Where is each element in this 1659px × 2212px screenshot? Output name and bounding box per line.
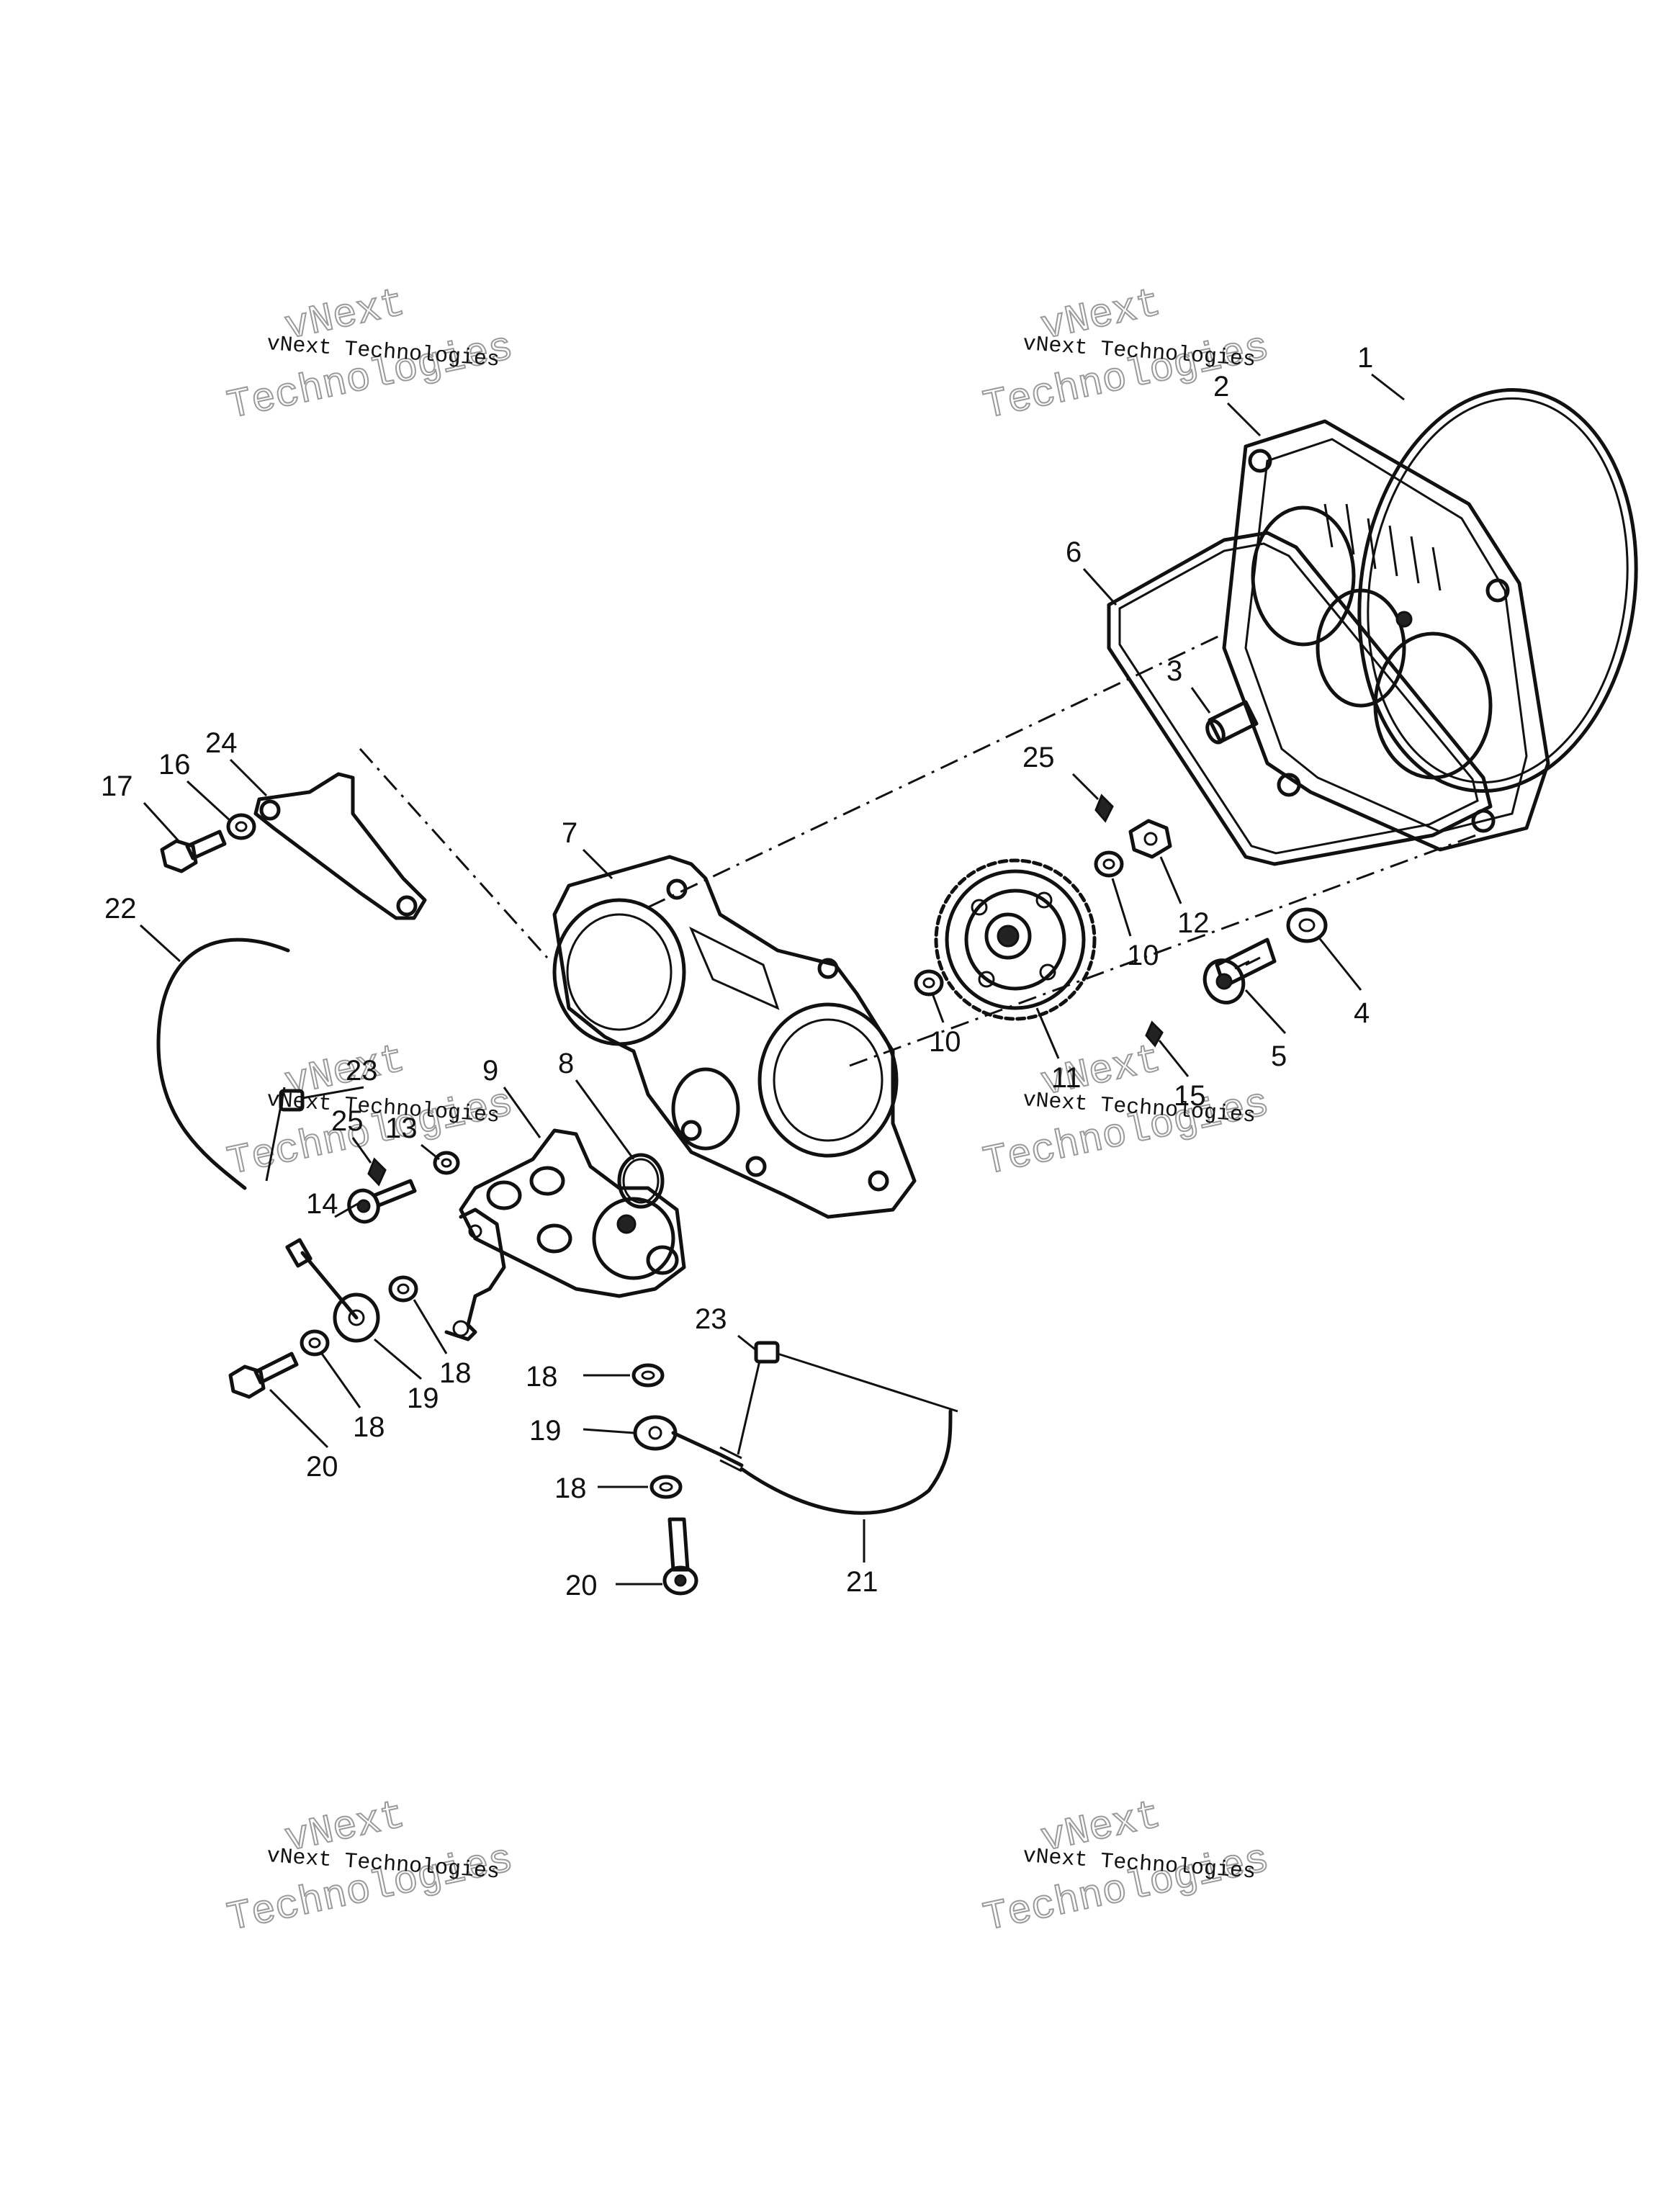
callout-18a: 18 xyxy=(439,1357,472,1389)
callout-25b: 25 xyxy=(331,1105,364,1137)
callout-7: 7 xyxy=(562,817,577,849)
part-17-bolt xyxy=(160,830,227,873)
part-18-washer-bottom-a xyxy=(631,1363,665,1388)
callout-13: 13 xyxy=(385,1112,418,1144)
part-6-gasket xyxy=(1107,531,1493,866)
part-20-bolt-bottom xyxy=(662,1517,698,1596)
part-20-bolt-left xyxy=(228,1352,299,1399)
part-25-key-a xyxy=(1094,793,1114,823)
watermark-bottom-left: vNext Technologies vNext Technologies xyxy=(222,1791,518,1943)
callout-24: 24 xyxy=(205,727,238,759)
part-10-washer-a xyxy=(1094,850,1124,878)
callout-4: 4 xyxy=(1354,997,1370,1029)
part-8-small-o-ring xyxy=(617,1153,665,1209)
part-13-washer xyxy=(433,1151,460,1175)
watermark-bottom-right: vNext Technologies vNext Technologies xyxy=(979,1791,1274,1943)
part-23-clamp-a xyxy=(279,1089,305,1112)
callout-8: 8 xyxy=(558,1048,574,1079)
callout-12: 12 xyxy=(1177,907,1210,939)
callout-18d: 18 xyxy=(554,1473,587,1504)
callout-9: 9 xyxy=(482,1055,498,1087)
callout-18c: 18 xyxy=(526,1361,558,1393)
callout-21: 21 xyxy=(846,1566,878,1598)
callout-labels: 1 2 3 4 5 6 7 8 9 10 10 11 12 13 14 15 1… xyxy=(101,342,1373,1601)
part-10-washer-b xyxy=(914,969,944,997)
callout-15: 15 xyxy=(1174,1080,1206,1112)
callout-19a: 19 xyxy=(407,1382,439,1414)
part-12-nut xyxy=(1128,819,1172,859)
part-19-banjo-fitting-bottom xyxy=(633,1415,744,1473)
part-11-gear xyxy=(934,858,1097,1021)
part-18-washer-left-a xyxy=(388,1275,418,1303)
part-19-banjo-fitting-left xyxy=(285,1238,380,1343)
part-7-bracket xyxy=(552,855,917,1219)
part-23-clamp-b xyxy=(754,1341,780,1364)
part-21-hose xyxy=(739,1409,953,1515)
callout-20a: 20 xyxy=(306,1451,338,1483)
part-16-washer xyxy=(226,813,256,840)
callout-18b: 18 xyxy=(353,1411,385,1443)
watermark-top-left: vNext Technologies vNext Technologies xyxy=(222,279,518,431)
part-15-key xyxy=(1145,1020,1164,1048)
watermark-top-right: vNext Technologies vNext Technologies xyxy=(979,279,1274,431)
callout-23a: 23 xyxy=(346,1055,378,1087)
callout-3: 3 xyxy=(1166,655,1182,687)
part-18-washer-left-b xyxy=(300,1329,330,1357)
part-24-plate xyxy=(253,772,427,920)
callout-19b: 19 xyxy=(529,1415,562,1447)
part-2-housing xyxy=(1222,419,1550,852)
leader-lines xyxy=(139,373,1405,1586)
part-1-large-o-ring xyxy=(1357,387,1638,793)
part-22-hose xyxy=(156,938,290,1190)
part-5-socket-screw xyxy=(1202,938,1277,1004)
callout-10b: 10 xyxy=(929,1026,961,1058)
callout-16: 16 xyxy=(158,749,191,781)
callout-1: 1 xyxy=(1357,342,1373,374)
callout-11: 11 xyxy=(1051,1062,1082,1094)
part-9-oil-pump xyxy=(444,1128,686,1341)
callout-17: 17 xyxy=(101,770,133,802)
part-25-key-b xyxy=(367,1157,387,1187)
part-3-dowel-pin xyxy=(1205,700,1259,745)
part-4-washer xyxy=(1286,907,1328,943)
callout-25a: 25 xyxy=(1022,742,1055,773)
callout-23b: 23 xyxy=(695,1303,727,1335)
callout-2: 2 xyxy=(1213,371,1229,403)
callout-20b: 20 xyxy=(565,1570,598,1601)
assembly-centerlines xyxy=(359,632,1477,1067)
callout-14: 14 xyxy=(306,1188,338,1220)
watermark-mid-right: vNext Technologies vNext Technologies xyxy=(979,1035,1274,1187)
callout-10a: 10 xyxy=(1127,940,1159,971)
callout-5: 5 xyxy=(1271,1040,1287,1072)
callout-22: 22 xyxy=(104,893,137,925)
part-18-washer-bottom-b xyxy=(649,1475,683,1499)
part-14-screw xyxy=(347,1179,417,1224)
callout-6: 6 xyxy=(1066,536,1082,568)
